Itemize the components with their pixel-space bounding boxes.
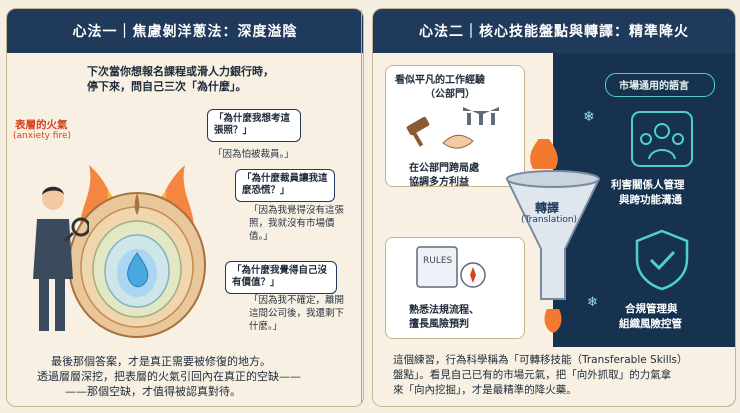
funnel-label: 轉譯 [535,201,560,215]
right-bottom-line3: 來「向內挖掘」，才是最精準的降火藥。 [393,384,577,396]
left-bottom-line2: 透過層層深挖，把表層的火氣引回內在真正的空缺—— [37,370,301,383]
left-title: 心法一｜焦慮剝洋蔥法：深度溢陰 [7,9,363,53]
experience-2-line1: 熟悉法規流程、 [409,305,479,316]
translation-funnel [505,139,601,333]
market-pill [605,73,715,97]
experience-2-line2: 擅長風險預判 [409,319,469,330]
person-magnifier-icon [33,186,89,331]
experience-head: 看似平凡的工作經驗 [395,75,485,86]
rules-book-icon: RULES [416,246,486,288]
answer-2: 「因為我覺得沒有這張照，我就沒有市場價值。」 [249,205,345,242]
onion-illustration [68,165,206,338]
gavel-handshake-icon [406,107,499,149]
funnel-label-en: (Translation) [521,215,578,225]
panel-right: 心法二｜核心技能盤點與轉譯：精準降火 看似平凡的工作經驗 （公部門） 在公部門跨… [372,8,736,407]
shield-check-icon [635,229,689,291]
question-bubble-3: 「為什麼我覺得自己沒有價值？」 [225,261,337,294]
experience-head-sub: （公部門） [425,89,475,100]
left-bottom-line3: ——那個空缺，才值得被認真對待。 [65,385,241,398]
question-bubble-2: 「為什麼裁員讓我這麼恐慌？」 [235,169,335,202]
market-2-line1: 合規管理與 [625,303,678,315]
right-bottom-line2: 盤點」。看見自己已有的市場元氣，把「向外抓取」的力氣拿 [393,369,672,381]
svg-text:RULES: RULES [423,256,453,266]
flame-icon [544,309,562,333]
question-bubble-1: 「為什麼我想考這張照？」 [207,109,301,142]
snowflake-icon: ❄ [583,109,595,125]
market-1-line1: 利害關係人管理 [611,179,685,191]
experience-1-line2: 協調多方利益 [409,177,469,188]
team-network-icon [631,111,693,167]
experience-1-line1: 在公部門跨局處 [409,163,479,174]
left-bottom-line1: 最後那個答案，才是真正需要被修復的地方。 [51,355,271,368]
left-intro-line1: 下次當你想報名課程或滑人力銀行時， [87,65,274,78]
answer-3: 「因為我不確定，離開這間公司後，我還剩下什麼。」 [249,295,345,332]
answer-1: 「因為怕被裁員。」 [213,149,294,160]
market-1-line2: 與跨功能溝通 [619,194,682,206]
market-2-line2: 組織風險控管 [619,318,682,330]
panel-left: 心法一｜焦慮剝洋蔥法：深度溢陰 下次當你想報名課程或滑人力銀行時， 停下來，問自… [6,8,364,407]
market-head: 市場通用的語言 [619,81,689,92]
fire-label: 表層的火氣 [15,119,68,131]
left-intro-line2: 停下來，問自己三次「為什麼」。 [87,80,247,93]
panel-divider [361,10,362,403]
right-bottom-line1: 這個練習，行為科學稱為「可轉移技能（Transferable Skills） [393,354,688,366]
water-drop-icon [127,252,149,288]
fire-label-en: (anxiety fire) [13,131,72,141]
right-title: 心法二｜核心技能盤點與轉譯：精準降火 [373,9,735,53]
snowflake-icon: ❄ [587,295,598,310]
right-bottom-area [373,347,735,406]
